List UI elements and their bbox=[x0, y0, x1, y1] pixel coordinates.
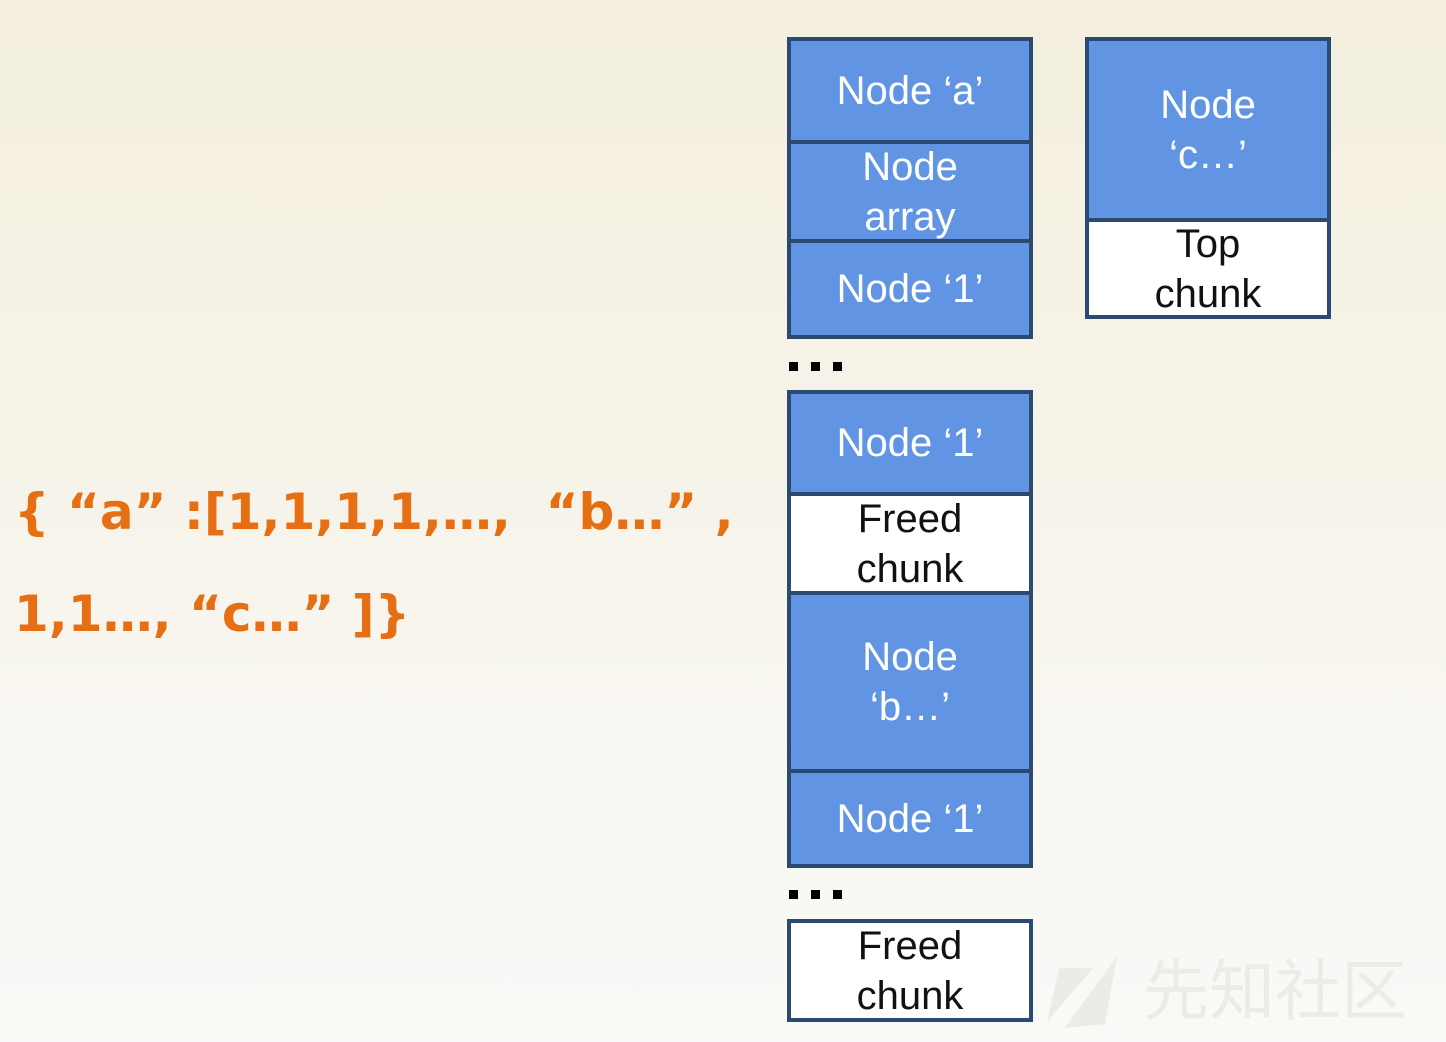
watermark: 先知社区 bbox=[1045, 952, 1407, 1032]
ellipsis-icon bbox=[789, 362, 842, 371]
freed-chunk: Freed chunk bbox=[791, 492, 1029, 591]
freed-chunk: Freed chunk bbox=[791, 923, 1029, 1018]
json-text-line-1: { “a” :[1,1,1,1,…, “b…” , bbox=[14, 483, 734, 541]
watermark-logo-icon bbox=[1047, 956, 1117, 1028]
node-a: Node ‘a’ bbox=[791, 41, 1029, 140]
heap-block-group-1: Node ‘a’ Node array Node ‘1’ bbox=[787, 37, 1033, 339]
json-text-line-2: 1,1…, “c…” ]} bbox=[14, 585, 411, 643]
node-c: Node ‘c…’ bbox=[1089, 41, 1327, 218]
top-chunk: Top chunk bbox=[1089, 218, 1327, 316]
node-1: Node ‘1’ bbox=[791, 239, 1029, 335]
node-b: Node ‘b…’ bbox=[791, 591, 1029, 769]
heap-block-group-3: Freed chunk bbox=[787, 919, 1033, 1022]
heap-block-group-side: Node ‘c…’ Top chunk bbox=[1085, 37, 1331, 319]
node-array: Node array bbox=[791, 140, 1029, 239]
ellipsis-icon bbox=[789, 890, 842, 899]
heap-block-group-2: Node ‘1’ Freed chunk Node ‘b…’ Node ‘1’ bbox=[787, 390, 1033, 868]
node-1: Node ‘1’ bbox=[791, 769, 1029, 864]
watermark-text: 先知社区 bbox=[1143, 953, 1407, 1030]
node-1: Node ‘1’ bbox=[791, 394, 1029, 492]
